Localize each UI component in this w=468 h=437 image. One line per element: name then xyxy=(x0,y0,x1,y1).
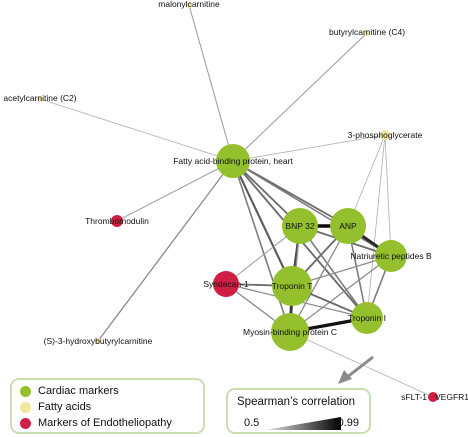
node-thrombomodulin xyxy=(111,215,123,227)
legend-dot-endo xyxy=(20,417,31,429)
legend-label-endo: Markers of Endotheliopathy xyxy=(38,417,172,429)
label-butyrylcarnitine: butyrylcarnitine (C4) xyxy=(329,27,405,37)
edge-phosphoglycerate-troponini xyxy=(366,134,386,319)
edge-fabp-mybpc xyxy=(232,160,291,333)
edge-thrombomodulin-fabp xyxy=(116,160,234,222)
node-anp xyxy=(330,208,366,244)
node-acetylcarnitine xyxy=(37,96,43,102)
label-natriuretic: Natriuretic peptides B xyxy=(350,251,432,261)
legend-item-cardiac: Cardiac markers xyxy=(20,384,119,398)
node-butyrylcarnitine xyxy=(364,30,370,36)
node-malonylcarnitine xyxy=(186,2,192,8)
node-fabp xyxy=(216,144,250,178)
correlation-wedge xyxy=(265,417,341,430)
label-fabp: Fatty acid-binding protein, heart xyxy=(173,156,293,166)
edge-fabp-natriuretic xyxy=(232,160,392,257)
label-layer: malonylcarnitine butyrylcarnitine (C4) ace… xyxy=(3,0,468,402)
label-troponini: Troponin I xyxy=(348,313,386,323)
edge-malonylcarnitine-fabp xyxy=(188,4,234,162)
label-malonylcarnitine: malonylcarnitine xyxy=(158,0,220,9)
label-thrombomodulin: Thrombomodulin xyxy=(85,216,149,226)
node-troponint xyxy=(272,266,312,306)
node-layer xyxy=(37,2,438,402)
legend-item-endo: Markers of Endotheliopathy xyxy=(20,416,172,430)
label-mybpc: Myosin-binding protein C xyxy=(243,327,337,337)
label-phosphoglycerate: 3-phosphoglycerate xyxy=(348,130,423,140)
node-mybpc xyxy=(271,313,309,351)
edge-anp-mybpc xyxy=(289,225,349,333)
edge-fabp-troponint xyxy=(232,160,293,287)
label-acetylcarnitine: acetylcarnitine (C2) xyxy=(3,93,76,103)
correlation-min: 0.5 xyxy=(244,417,260,429)
correlation-max: 0.99 xyxy=(337,417,359,429)
edge-hydroxybutyryl-fabp xyxy=(97,160,234,342)
label-bnp32: BNP 32 xyxy=(285,221,314,231)
correlation-legend: Spearman’s correlation 0.5 0.99 xyxy=(226,388,371,434)
legend-dot-fatty xyxy=(20,401,31,413)
edge-phosphoglycerate-fabp xyxy=(232,134,386,162)
legend-label-cardiac: Cardiac markers xyxy=(38,385,119,397)
correlation-title: Spearman’s correlation xyxy=(237,396,356,408)
label-syndecan: Syndecan-1 xyxy=(203,279,249,289)
label-hydroxybutyryl: (S)-3-hydroxybutyrylcarnitine xyxy=(44,336,153,346)
edge-phosphoglycerate-natriuretic xyxy=(384,134,392,257)
edge-acetylcarnitine-fabp xyxy=(39,98,234,162)
label-sflt1: sFLT-1 xyxy=(401,392,427,402)
node-hydroxybutyryl xyxy=(95,338,101,344)
edge-butyrylcarnitine-fabp xyxy=(232,32,368,162)
node-syndecan xyxy=(213,271,239,297)
label-vegfr1: VEGFR1 xyxy=(435,392,468,402)
label-anp: ANP xyxy=(339,221,357,231)
node-bnp32 xyxy=(282,208,318,244)
label-troponint: Troponin T xyxy=(272,281,313,291)
legend-dot-cardiac xyxy=(20,385,31,397)
edge-bnp32-troponini xyxy=(299,225,368,319)
node-phosphoglycerate xyxy=(380,130,390,140)
arrow-pointer xyxy=(338,355,374,384)
node-natriuretic xyxy=(375,240,407,272)
node-troponini xyxy=(351,302,383,334)
node-legend: Cardiac markers Fatty acids Markers of E… xyxy=(10,378,205,434)
legend-item-fatty: Fatty acids xyxy=(20,400,91,414)
edge-natriuretic-mybpc xyxy=(289,255,392,333)
legend-label-fatty: Fatty acids xyxy=(38,401,92,413)
node-sflt1 xyxy=(428,392,438,402)
